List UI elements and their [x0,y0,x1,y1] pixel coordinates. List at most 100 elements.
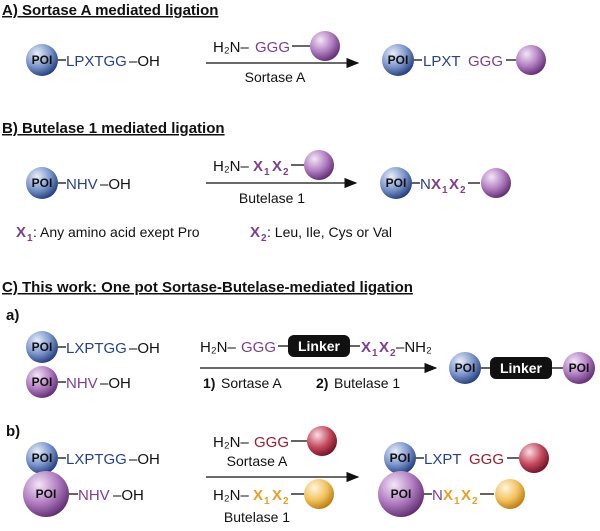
poi-sphere-icon [384,442,416,474]
legend-x1-text: : Any amino acid exept Pro [33,224,200,240]
x2-subscript: 2 [283,167,289,178]
poi-label: POI [36,487,57,501]
section-cb-reagent-1: H₂N– GGG [213,426,337,456]
poi-sphere-icon [449,352,481,384]
x1-subscript: 1 [454,496,460,507]
x2-subscript: 2 [472,496,478,507]
heading-section-c: C) This work: One pot Sortase-Butelase-m… [2,279,413,296]
section-cb-product-1: POI LXPT GGG [384,442,549,474]
substrate-sequence: LPXTGG [66,53,127,70]
x2-residue: X [379,339,389,356]
substrate-sequence: NHV [66,375,98,392]
subheading-cb: b) [6,423,20,440]
substrate-sequence: LXPTGG [66,451,127,468]
poi-sphere-icon [378,471,424,517]
substrate-sequence: NHV [78,487,110,504]
h2n-terminus: H₂N– [200,339,236,356]
step1-number: 1) [203,375,215,391]
poi-label: POI [32,53,53,67]
oh-terminus: –OH [129,451,160,468]
poi-sphere-icon [23,471,69,517]
x1-residue: X [431,176,441,193]
poi-sphere-icon [382,44,414,76]
poi-label: POI [388,53,409,67]
h2n-terminus: H₂N– [213,434,249,451]
poi-sphere-icon [26,167,58,199]
section-a-substrate: POI LPXTGG –OH [26,44,160,76]
step2-enzyme: Butelase 1 [334,375,400,391]
product-sequence-blue: LXPT [424,451,462,468]
section-cb-reagent-2: H₂N– X 1 X 2 [213,479,334,509]
legend-x2-subscript: 2 [261,233,267,244]
reagent-sequence: GGG [255,39,290,56]
product-n-residue: N [432,487,443,504]
reagent-sequence: GGG [254,434,289,451]
poi-sphere-icon [26,331,58,363]
cargo-sphere-icon [519,443,549,473]
h2n-terminus: H₂N– [213,158,249,175]
poi-label: POI [32,340,53,354]
linker-box [490,357,552,379]
cargo-sphere-icon [304,479,334,509]
x1-residue: X [253,158,263,175]
legend-x2: X [250,224,260,241]
product-sequence-blue: LPXT [423,53,461,70]
cargo-sphere-icon [516,45,546,75]
enzyme-label: Sortase A [245,69,306,85]
cargo-sphere-icon [481,168,511,198]
cargo-sphere-icon [310,31,340,61]
section-a-reagent: H₂N– GGG [213,31,340,61]
poi-label: POI [32,176,53,190]
section-ca-substrate-2: POI NHV –OH [26,366,131,398]
subheading-ca: a) [6,307,19,324]
nh2-terminus: –NH₂ [396,339,432,356]
poi-sphere-icon [26,442,58,474]
h2n-terminus: H₂N– [213,487,249,504]
poi-sphere-icon [26,44,58,76]
enzyme-label: Butelase 1 [239,190,305,206]
product-n-residue: N [420,176,431,193]
section-a-product: POI LPXT GGG [382,44,546,76]
cargo-sphere-icon [307,426,337,456]
section-b-product: POI N X 1 X 2 [380,167,511,199]
poi-label: POI [32,451,53,465]
section-cb-substrate-1: POI LXPTGG –OH [26,442,160,474]
cargo-sphere-icon [304,150,334,180]
x2-residue: X [449,176,459,193]
poi-sphere-icon [563,352,595,384]
oh-terminus: –OH [113,487,144,504]
poi-label: POI [391,487,412,501]
product-sequence-red: GGG [469,451,504,468]
x1-residue: X [253,487,263,504]
linker-box [288,335,350,357]
legend-x1: X [16,224,26,241]
residue-legend: X 1 : Any amino acid exept Pro X 2 : Leu… [16,224,392,244]
section-cb-product-2: POI N X 1 X 2 [378,471,525,517]
enzyme-1-label: Sortase A [227,453,288,469]
poi-label: POI [455,361,476,375]
poi-label: POI [32,375,53,389]
x1-residue: X [443,487,453,504]
section-ca-bifunctional-linker: H₂N– GGG Linker X 1 X 2 –NH₂ [200,335,432,359]
enzyme-2-label: Butelase 1 [224,509,290,525]
x2-subscript: 2 [390,348,396,359]
oh-terminus: –OH [129,53,160,70]
step1-enzyme: Sortase A [221,375,282,391]
poi-sphere-icon [26,366,58,398]
h2n-terminus: H₂N– [213,39,249,56]
section-cb-substrate-2: POI NHV –OH [23,471,144,517]
poi-label: POI [390,451,411,465]
section-b-reagent: H₂N– X 1 X 2 [213,150,334,180]
product-sequence-purple: GGG [468,53,503,70]
section-ca-substrate-1: POI LXPTGG –OH [26,331,160,363]
oh-terminus: –OH [100,375,131,392]
x2-residue: X [461,487,471,504]
legend-x2-text: : Leu, Ile, Cys or Val [267,224,392,240]
heading-section-b: B) Butelase 1 mediated ligation [2,120,225,137]
x1-subscript: 1 [442,185,448,196]
substrate-sequence: NHV [66,176,98,193]
x2-subscript: 2 [460,185,466,196]
poi-label: POI [386,176,407,190]
x2-subscript: 2 [283,496,289,507]
step2-number: 2) [316,375,328,391]
